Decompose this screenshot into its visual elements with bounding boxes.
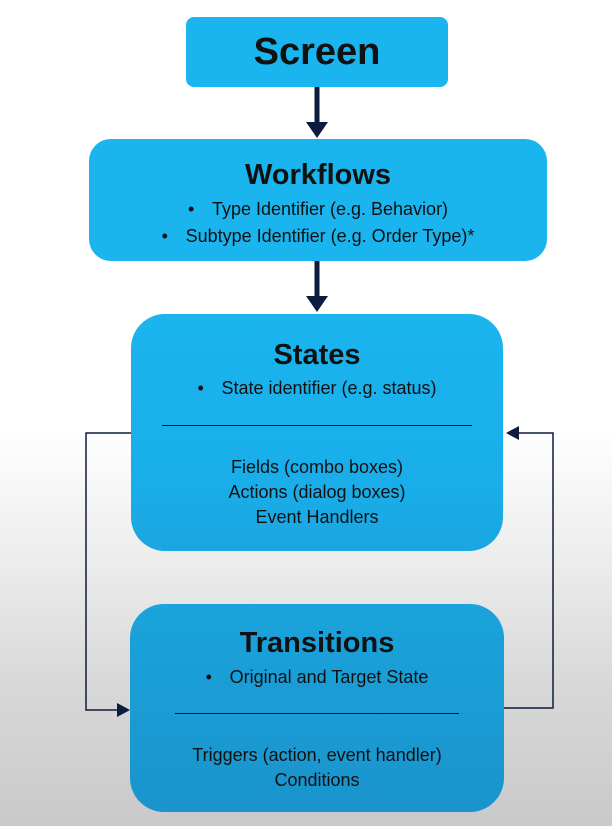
- workflows-bullet-subtype: Subtype Identifier (e.g. Order Type)*: [89, 224, 547, 248]
- transitions-item-triggers: Triggers (action, event handler): [192, 745, 442, 765]
- states-bullet-identifier: State identifier (e.g. status): [131, 376, 503, 400]
- arrow-screen-to-workflows: [306, 87, 328, 138]
- workflows-title: Workflows: [244, 159, 392, 191]
- arrow-states-to-transitions: [85, 432, 131, 717]
- transitions-items: Triggers (action, event handler) Conditi…: [130, 743, 504, 793]
- states-item-fields: Fields (combo boxes): [230, 457, 404, 477]
- screen-box: Screen: [186, 17, 448, 87]
- workflows-box: Workflows Type Identifier (e.g. Behavior…: [89, 139, 547, 261]
- transitions-bullets: Original and Target State: [130, 665, 504, 689]
- workflows-bullets: Type Identifier (e.g. Behavior) Subtype …: [89, 197, 547, 248]
- states-item-actions: Actions (dialog boxes): [228, 482, 406, 502]
- arrow-workflows-to-states: [306, 261, 328, 312]
- states-items: Fields (combo boxes) Actions (dialog box…: [131, 455, 503, 530]
- arrow-transitions-to-states: [504, 426, 554, 709]
- transitions-box: Transitions Original and Target State Tr…: [130, 604, 504, 812]
- screen-title: Screen: [253, 31, 381, 73]
- states-divider: [162, 425, 472, 426]
- states-title: States: [273, 339, 361, 371]
- states-bullets: State identifier (e.g. status): [131, 376, 503, 400]
- transitions-bullet-states: Original and Target State: [130, 665, 504, 689]
- states-item-event-handlers: Event Handlers: [255, 507, 379, 527]
- states-box: States State identifier (e.g. status) Fi…: [131, 314, 503, 551]
- transitions-item-conditions: Conditions: [274, 770, 360, 790]
- transitions-divider: [175, 713, 459, 714]
- workflows-bullet-type: Type Identifier (e.g. Behavior): [89, 197, 547, 221]
- transitions-title: Transitions: [239, 627, 395, 659]
